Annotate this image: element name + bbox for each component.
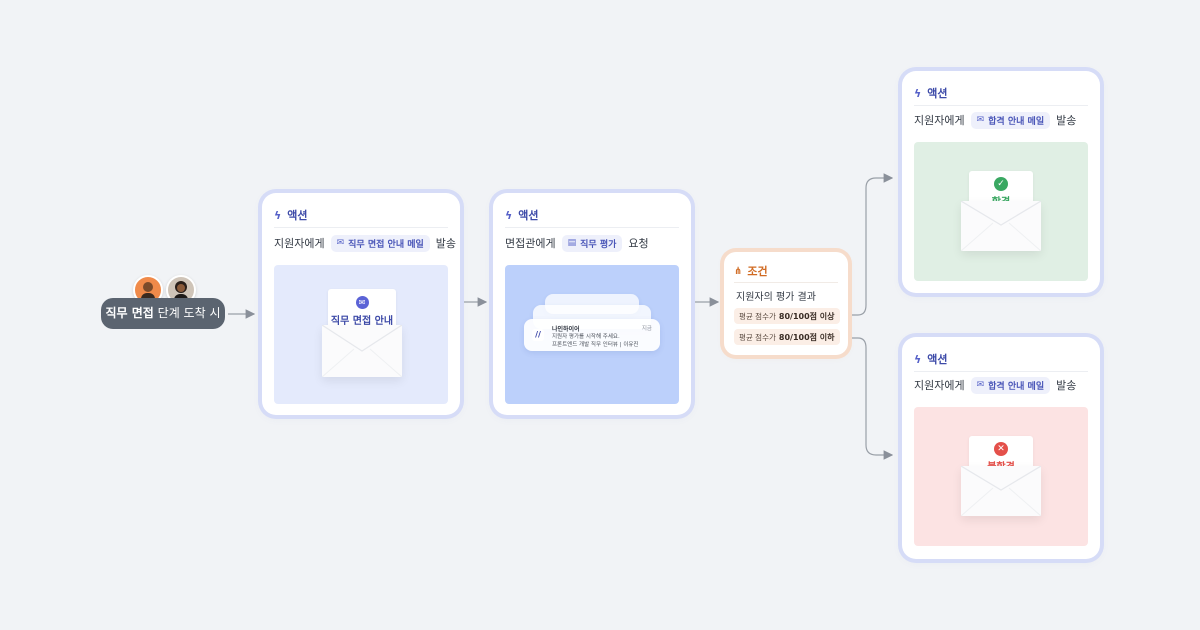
condition-card[interactable]: ⋔ 조건 지원자의 평가 결과 평균 점수가 80/100점 이상 평균 점수가… xyxy=(724,252,848,355)
condition-row-prefix: 평균 점수가 xyxy=(739,332,776,342)
mail-template-chip[interactable]: ✉ 합격 안내 메일 xyxy=(970,111,1051,129)
condition-title: 지원자의 평가 결과 xyxy=(736,292,816,303)
action-description: 지원자에게 ✉ 직무 면접 안내 메일 발송 xyxy=(274,233,456,253)
card-header: ϟ 액션 xyxy=(914,81,1088,106)
notification-line1: 지원자 평가를 시작해 주세요. xyxy=(552,334,620,340)
action-description: 지원자에게 ✉ 합격 안내 메일 발송 xyxy=(914,110,1092,130)
envelope-icon xyxy=(960,465,1042,517)
action-card-pass-mail[interactable]: ϟ 액션 지원자에게 ✉ 합격 안내 메일 발송 ✓ 합격 xyxy=(902,71,1100,293)
notification-line2: 프론트엔드 개발 직무 인터뷰 | 이유진 xyxy=(552,342,639,348)
envelope-icon xyxy=(960,200,1042,252)
action-card-interview-mail[interactable]: ϟ 액션 지원자에게 ✉ 직무 면접 안내 메일 발송 ✉ 직무 면접 안내 xyxy=(262,193,460,415)
condition-row-fail[interactable]: 평균 점수가 80/100점 이하 xyxy=(734,329,840,345)
preview-panel: ✕ 불합격 xyxy=(914,407,1088,546)
mail-badge-icon: ✉ xyxy=(355,296,369,309)
notification-card: // 나인하이어 지금 지원자 평가를 시작해 주세요. 프론트엔드 개발 직무… xyxy=(524,319,660,351)
mail-template-chip[interactable]: ✉ 합격 안내 메일 xyxy=(970,376,1051,394)
action-verb: 요청 xyxy=(628,237,649,250)
condition-label: 조건 xyxy=(747,265,768,278)
condition-row-value: 80/100점 이상 xyxy=(778,311,835,321)
action-description: 지원자에게 ✉ 합격 안내 메일 발송 xyxy=(914,375,1092,395)
mail-template-chip[interactable]: ✉ 직무 면접 안내 메일 xyxy=(330,234,430,252)
action-card-evaluation-request[interactable]: ϟ 액션 면접관에게 ▤ 직무 평가 요청 // 나인하이어 지금 지원자 평가… xyxy=(493,193,691,415)
preview-panel: // 나인하이어 지금 지원자 평가를 시작해 주세요. 프론트엔드 개발 직무… xyxy=(505,265,679,404)
mail-template-name: 합격 안내 메일 xyxy=(988,116,1045,127)
trigger-pill[interactable]: 직무 면접 단계 도착 시 xyxy=(101,298,225,329)
lightning-icon: ϟ xyxy=(274,208,282,222)
trigger-text: 단계 도착 시 xyxy=(153,306,221,320)
card-header: ϟ 액션 xyxy=(274,203,448,228)
evaluation-chip[interactable]: ▤ 직무 평가 xyxy=(561,234,623,252)
action-description: 면접관에게 ▤ 직무 평가 요청 xyxy=(505,233,683,253)
check-icon: ✓ xyxy=(994,177,1008,191)
envelope-icon xyxy=(321,324,403,378)
lightning-icon: ϟ xyxy=(914,86,922,100)
preview-panel: ✓ 합격 xyxy=(914,142,1088,281)
mail-icon: ✉ xyxy=(336,238,345,248)
action-verb: 발송 xyxy=(1056,114,1077,127)
action-target: 지원자에게 xyxy=(274,237,325,250)
lightning-icon: ϟ xyxy=(914,352,922,366)
mail-template-name: 직무 면접 안내 메일 xyxy=(348,239,424,250)
action-verb: 발송 xyxy=(1056,379,1077,392)
preview-panel: ✉ 직무 면접 안내 xyxy=(274,265,448,404)
evaluation-name: 직무 평가 xyxy=(580,239,617,250)
notification-time: 지금 xyxy=(641,326,652,332)
trigger-stage-name: 직무 면접 xyxy=(105,306,154,320)
action-target: 면접관에게 xyxy=(505,237,556,250)
action-target: 지원자에게 xyxy=(914,114,965,127)
card-header-label: 액션 xyxy=(287,209,308,222)
condition-row-value: 80/100점 이하 xyxy=(778,332,835,342)
branch-icon: ⋔ xyxy=(734,265,743,277)
card-header: ϟ 액션 xyxy=(505,203,679,228)
connector-condition-pass xyxy=(852,173,894,316)
card-header-label: 액션 xyxy=(927,353,948,366)
mail-icon: ✉ xyxy=(976,380,985,390)
condition-row-prefix: 평균 점수가 xyxy=(739,311,776,321)
mail-icon: ✉ xyxy=(976,115,985,125)
card-header: ϟ 액션 xyxy=(914,347,1088,372)
action-target: 지원자에게 xyxy=(914,379,965,392)
card-header-label: 액션 xyxy=(927,87,948,100)
action-verb: 발송 xyxy=(435,237,457,250)
clipboard-icon: ▤ xyxy=(567,238,577,248)
letter-title: 직무 면접 안내 xyxy=(330,316,394,327)
condition-row-pass[interactable]: 평균 점수가 80/100점 이상 xyxy=(734,308,840,324)
action-card-fail-mail[interactable]: ϟ 액션 지원자에게 ✉ 합격 안내 메일 발송 ✕ 불합격 xyxy=(902,337,1100,559)
card-header-label: 액션 xyxy=(518,209,539,222)
condition-header: ⋔ 조건 xyxy=(734,260,838,283)
lightning-icon: ϟ xyxy=(505,208,513,222)
x-icon: ✕ xyxy=(994,442,1008,456)
notification-app-name: 나인하이어 xyxy=(552,326,580,333)
app-logo-icon: // xyxy=(532,329,544,341)
connector-condition-fail xyxy=(852,337,894,460)
mail-template-name: 합격 안내 메일 xyxy=(988,381,1045,392)
